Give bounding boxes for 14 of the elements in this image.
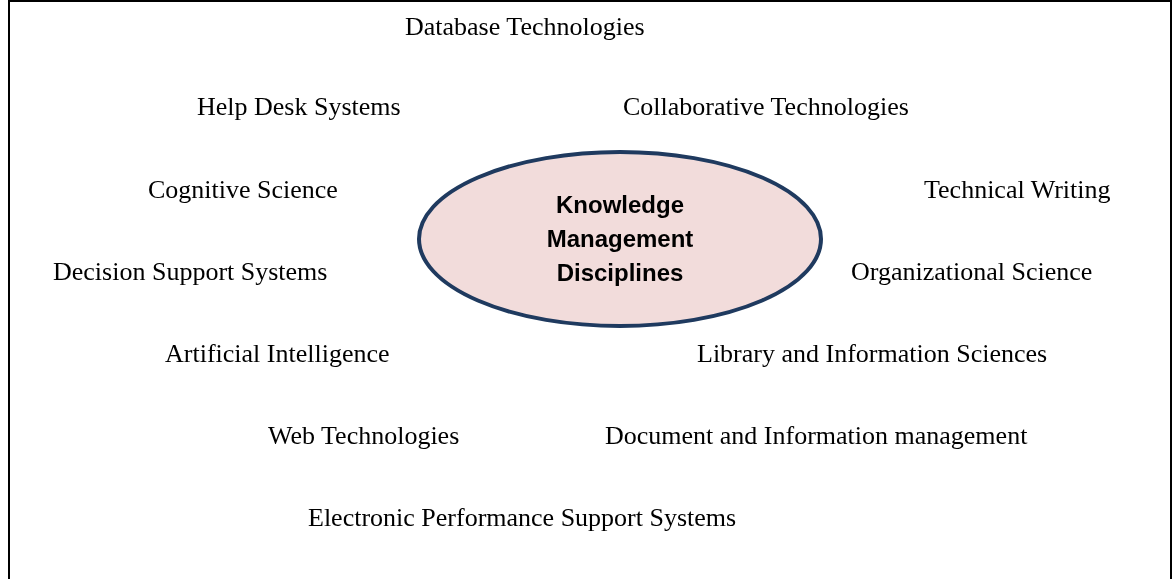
discipline-label: Document and Information management (605, 421, 1028, 451)
node-title: Knowledge Management Disciplines (545, 190, 695, 288)
discipline-label: Help Desk Systems (197, 92, 401, 122)
discipline-label: Web Technologies (268, 421, 460, 451)
discipline-label: Technical Writing (924, 175, 1111, 205)
discipline-label: Collaborative Technologies (623, 92, 909, 122)
discipline-label: Electronic Performance Support Systems (308, 503, 737, 533)
discipline-label: Database Technologies (405, 12, 645, 42)
ellipse-node (417, 150, 823, 328)
discipline-label: Artificial Intelligence (165, 339, 390, 369)
discipline-label: Organizational Science (851, 257, 1093, 287)
discipline-label: Library and Information Sciences (697, 339, 1048, 369)
discipline-label: Cognitive Science (148, 175, 338, 205)
discipline-label: Decision Support Systems (53, 257, 328, 287)
